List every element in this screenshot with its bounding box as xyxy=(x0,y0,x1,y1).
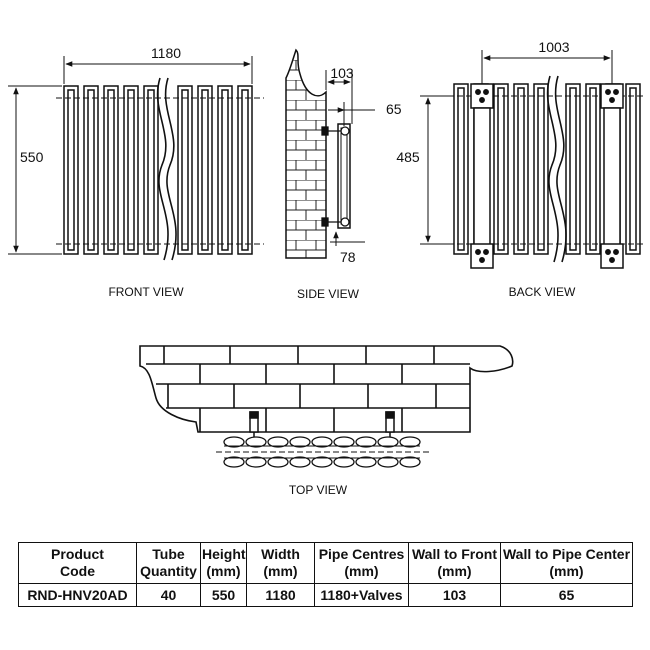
header-width: Width(mm) xyxy=(246,542,315,584)
side-bracket-top xyxy=(321,126,350,136)
cell-tube-quantity: 40 xyxy=(136,583,201,607)
back-width-label: 1003 xyxy=(538,39,569,55)
front-break-line xyxy=(156,77,169,261)
cell-wall-to-pipe-center: 65 xyxy=(500,583,633,607)
side-radiator xyxy=(337,123,351,229)
cell-pipe-centres: 1180+Valves xyxy=(314,583,409,607)
front-height-label: 550 xyxy=(20,149,44,165)
header-wall-to-pipe-center: Wall to Pipe Center(mm) xyxy=(500,542,633,584)
header-height: Height(mm) xyxy=(200,542,247,584)
side-depth-label: 103 xyxy=(330,65,354,81)
front-tubes xyxy=(56,85,264,255)
front-view xyxy=(8,56,264,261)
side-view-label: SIDE VIEW xyxy=(297,287,360,301)
cell-wall-to-front: 103 xyxy=(408,583,501,607)
back-bracket-left xyxy=(470,83,494,269)
cell-product-code: RND-HNV20AD xyxy=(18,583,137,607)
side-bottom-label: 78 xyxy=(340,249,356,265)
top-view-label: TOP VIEW xyxy=(289,483,348,497)
cell-height: 550 xyxy=(200,583,247,607)
top-view xyxy=(139,345,514,468)
side-view xyxy=(285,48,375,259)
front-view-label: FRONT VIEW xyxy=(108,285,184,299)
top-radiator-tubes xyxy=(223,436,421,468)
top-wall xyxy=(139,345,514,433)
table-row: RND-HNV20AD 40 550 1180 1180+Valves 103 … xyxy=(18,583,633,607)
back-height-label: 485 xyxy=(396,149,420,165)
back-bracket-right xyxy=(600,83,624,269)
front-width-label: 1180 xyxy=(151,45,181,61)
cell-width: 1180 xyxy=(246,583,315,607)
header-pipe-centres: Pipe Centres(mm) xyxy=(314,542,409,584)
header-wall-to-front: Wall to Front(mm) xyxy=(408,542,501,584)
back-view-label: BACK VIEW xyxy=(509,285,576,299)
back-break-line xyxy=(546,75,559,263)
side-bracket-bottom xyxy=(321,217,350,227)
back-view xyxy=(420,50,646,269)
side-pipe-label: 65 xyxy=(386,101,402,117)
side-wall xyxy=(285,48,327,259)
